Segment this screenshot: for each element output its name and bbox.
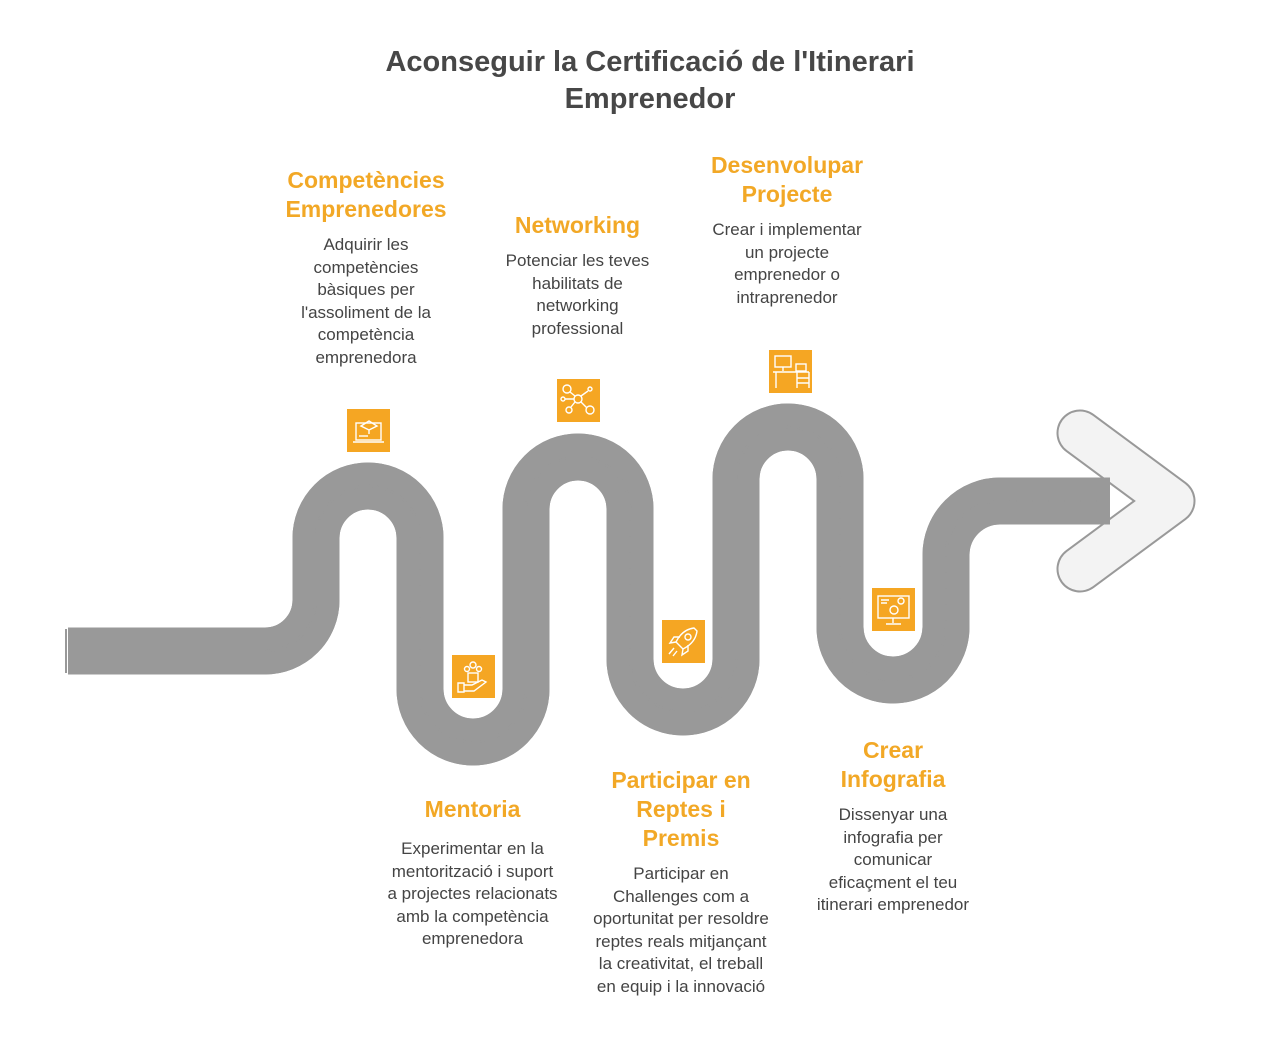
network-icon [557, 379, 600, 422]
desk-icon [769, 350, 812, 393]
page-title: Aconseguir la Certificació de l'Itinerar… [385, 46, 915, 115]
laptop-graduation-icon [347, 409, 390, 452]
step-title: Competències Emprenedores [285, 167, 447, 222]
step-description: Crear i implementar un projecte emprened… [712, 220, 862, 307]
step-infografia: Crear Infografia Dissenyar una infografi… [805, 736, 981, 917]
step-description: Dissenyar una infografia per comunicar e… [816, 805, 970, 914]
step-description: Potenciar les teves habilitats de networ… [505, 251, 650, 338]
step-description: Adquirir les competències bàsiques per l… [301, 235, 431, 367]
step-reptes: Participar en Reptes i Premis Participar… [592, 766, 770, 998]
step-title: Participar en Reptes i Premis [611, 767, 751, 851]
rocket-icon [662, 620, 705, 663]
step-networking: Networking Potenciar les teves habilitat… [490, 211, 665, 340]
monitor-gear-icon [872, 588, 915, 631]
step-description: Experimentar en la mentorització i supor… [387, 839, 558, 948]
step-title: Networking [514, 212, 641, 238]
mentoring-hand-icon [452, 655, 495, 698]
step-mentoria: Mentoria Experimentar en la mentoritzaci… [385, 795, 560, 951]
step-title: Desenvolupar Projecte [710, 152, 864, 207]
step-title: Crear Infografia [840, 737, 946, 792]
step-competencies: Competències Emprenedores Adquirir les c… [270, 166, 462, 369]
step-title: Mentoria [424, 796, 521, 822]
step-description: Participar en Challenges com a oportunit… [593, 864, 769, 996]
step-projecte: Desenvolupar Projecte Crear i implementa… [698, 151, 876, 309]
